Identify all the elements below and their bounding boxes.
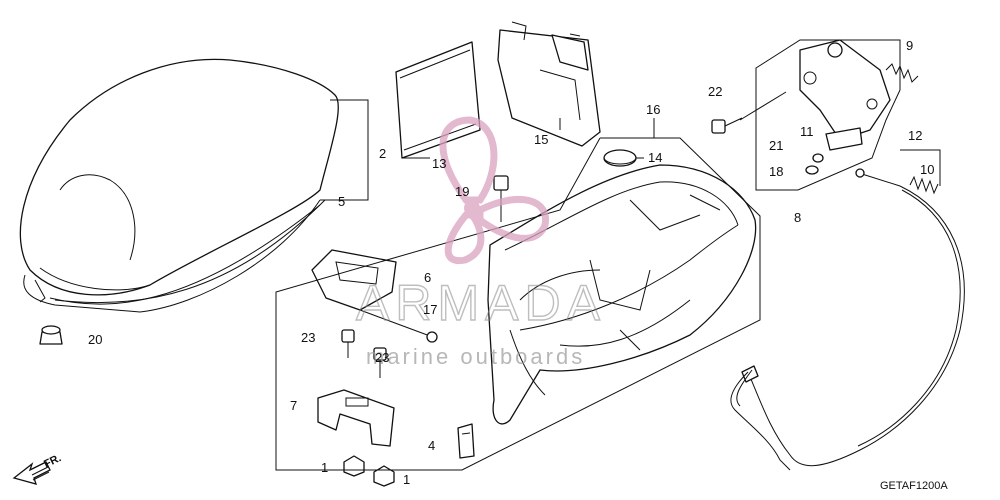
watermark-brand: ARMADA [356, 275, 606, 331]
callout-5: 5 [338, 194, 345, 209]
group-box-seat [320, 99, 369, 201]
bolt-part-22 [711, 117, 743, 134]
callout-23-b: 23 [375, 350, 389, 365]
callout-15: 15 [534, 132, 548, 147]
cable-part-lower [730, 369, 791, 471]
nut-part-1-a [343, 455, 365, 477]
callout-19: 19 [455, 184, 469, 199]
watermark-tagline: marine outboards [366, 344, 585, 369]
callout-12: 12 [908, 128, 922, 143]
callout-11: 11 [800, 124, 814, 139]
nut-part-1-b [373, 465, 395, 487]
bolt-part-17 [359, 309, 438, 343]
callout-9: 9 [906, 38, 913, 53]
sheet-part-13 [395, 41, 481, 159]
callout-6: 6 [424, 270, 431, 285]
front-arrow-icon [12, 461, 51, 485]
grommet-part-20 [39, 325, 63, 345]
cable-part-12 [741, 168, 965, 467]
washer-part-21 [812, 153, 824, 163]
spring-part-10 [909, 175, 939, 195]
diagram-code: GETAF1200A [880, 480, 948, 492]
seat-seal-strip [54, 199, 326, 304]
callout-1-a: 1 [321, 460, 328, 475]
panel-part-15 [497, 21, 601, 147]
callout-23-a: 23 [301, 330, 315, 345]
callout-21: 21 [769, 138, 783, 153]
bracket-part-7 [317, 389, 395, 447]
callout-16: 16 [646, 102, 660, 117]
group-box-lock [755, 39, 901, 191]
callout-13: 13 [432, 156, 446, 171]
callout-18: 18 [769, 164, 783, 179]
callout-2: 2 [379, 146, 386, 161]
callout-8: 8 [794, 210, 801, 225]
bolt-part-23-b [373, 347, 387, 378]
callout-10: 10 [920, 162, 934, 177]
seat-part [19, 58, 339, 313]
callout-17: 17 [423, 302, 437, 317]
callout-7: 7 [290, 398, 297, 413]
bolt-part-23-a [341, 329, 355, 358]
cap-part-14 [603, 149, 637, 167]
clip-part-4 [457, 423, 475, 459]
front-direction-indicator: FR. [12, 452, 63, 485]
lock-assembly-part-8 [799, 39, 891, 151]
callout-22: 22 [708, 84, 722, 99]
callout-14: 14 [648, 150, 662, 165]
pin-part-18 [805, 165, 819, 175]
watermark: ARMADA marine outboards [355, 116, 606, 369]
callout-1-b: 1 [403, 472, 410, 487]
callout-4: 4 [428, 438, 435, 453]
bolt-part-19 [493, 175, 509, 222]
front-label: FR. [42, 452, 63, 471]
callout-20: 20 [88, 332, 102, 347]
watermark-propeller-icon [439, 116, 550, 265]
luggage-box-part-16 [487, 164, 757, 425]
group-box-box [275, 137, 761, 471]
spring-part-9 [885, 63, 919, 83]
